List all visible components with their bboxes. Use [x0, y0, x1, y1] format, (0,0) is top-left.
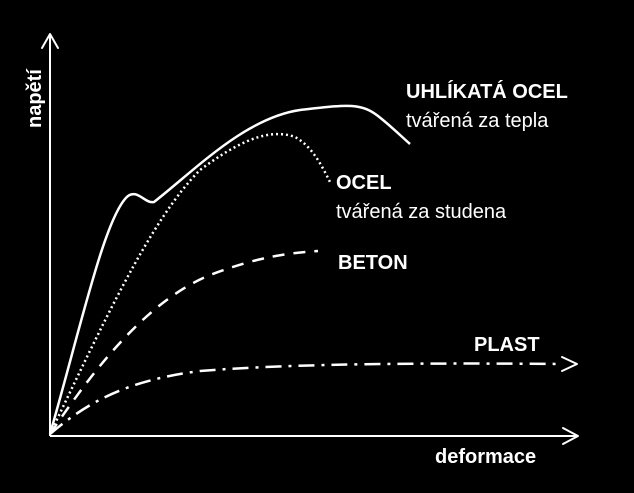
label-hot-steel-name: UHLÍKATÁ OCEL [406, 80, 568, 103]
curve-plastic [49, 362, 563, 435]
plastic-arrow-icon [561, 356, 578, 372]
curves [48, 104, 578, 435]
label-plastic-name: PLAST [474, 334, 540, 356]
axes [41, 33, 579, 445]
label-cold-steel-subtitle: tvářená za studena [336, 201, 507, 223]
curve-labels: UHLÍKATÁ OCEL tvářená za tepla OCEL tvář… [336, 80, 568, 356]
label-hot-steel-subtitle: tvářená za tepla [406, 110, 549, 132]
label-cold-steel-name: OCEL [336, 172, 392, 194]
label-concrete-name: BETON [338, 252, 408, 274]
x-axis-label: deformace [435, 446, 536, 468]
y-axis-arrow-icon [41, 33, 59, 49]
x-axis-arrow-icon [562, 427, 579, 445]
curve-cold-formed-steel [48, 132, 332, 435]
curve-hot-rolled-carbon-steel [48, 104, 411, 435]
y-axis-label: napětí [24, 68, 46, 128]
curve-concrete [48, 249, 319, 435]
